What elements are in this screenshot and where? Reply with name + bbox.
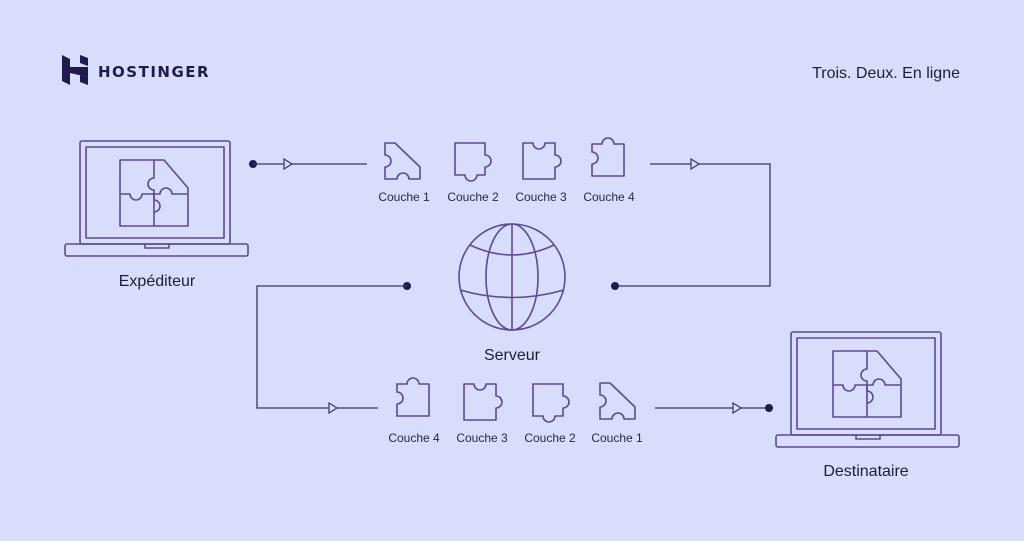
bottom-layer-label: Couche 1 (591, 431, 643, 445)
bottom-layer-label: Couche 4 (388, 431, 440, 445)
puzzle-piece-icon (591, 137, 625, 177)
puzzle-document-icon (832, 350, 902, 418)
brand-name: HOSTINGER (98, 63, 210, 81)
puzzle-piece-icon (454, 142, 492, 182)
sender-label: Expéditeur (119, 273, 196, 290)
globe-server-icon (458, 223, 566, 331)
top-layer-label: Couche 2 (447, 190, 499, 204)
connector-layers-to-server (611, 157, 771, 290)
bottom-layer-label: Couche 2 (524, 431, 576, 445)
top-layer-label: Couche 3 (515, 190, 567, 204)
connector-server-to-layers (256, 282, 411, 415)
bottom-layer-pieces (396, 377, 636, 423)
top-layer-label: Couche 4 (583, 190, 635, 204)
tagline: Trois. Deux. En ligne (812, 65, 960, 82)
puzzle-piece-icon (522, 142, 562, 180)
connector-layers-to-recipient (655, 401, 773, 415)
puzzle-piece-icon (532, 383, 570, 423)
puzzle-document-icon (119, 159, 189, 227)
top-layer-label: Couche 1 (378, 190, 430, 204)
server-label: Serveur (484, 347, 541, 364)
sender-laptop-icon (64, 140, 249, 257)
hostinger-logo-icon (62, 55, 88, 85)
top-layer-pieces (384, 137, 625, 182)
puzzle-piece-icon (463, 383, 503, 421)
connector-sender-to-layers (249, 157, 367, 171)
recipient-label: Destinataire (823, 463, 908, 480)
bottom-layer-label: Couche 3 (456, 431, 508, 445)
puzzle-piece-icon (384, 142, 421, 180)
puzzle-piece-icon (599, 382, 636, 420)
puzzle-piece-icon (396, 377, 430, 417)
